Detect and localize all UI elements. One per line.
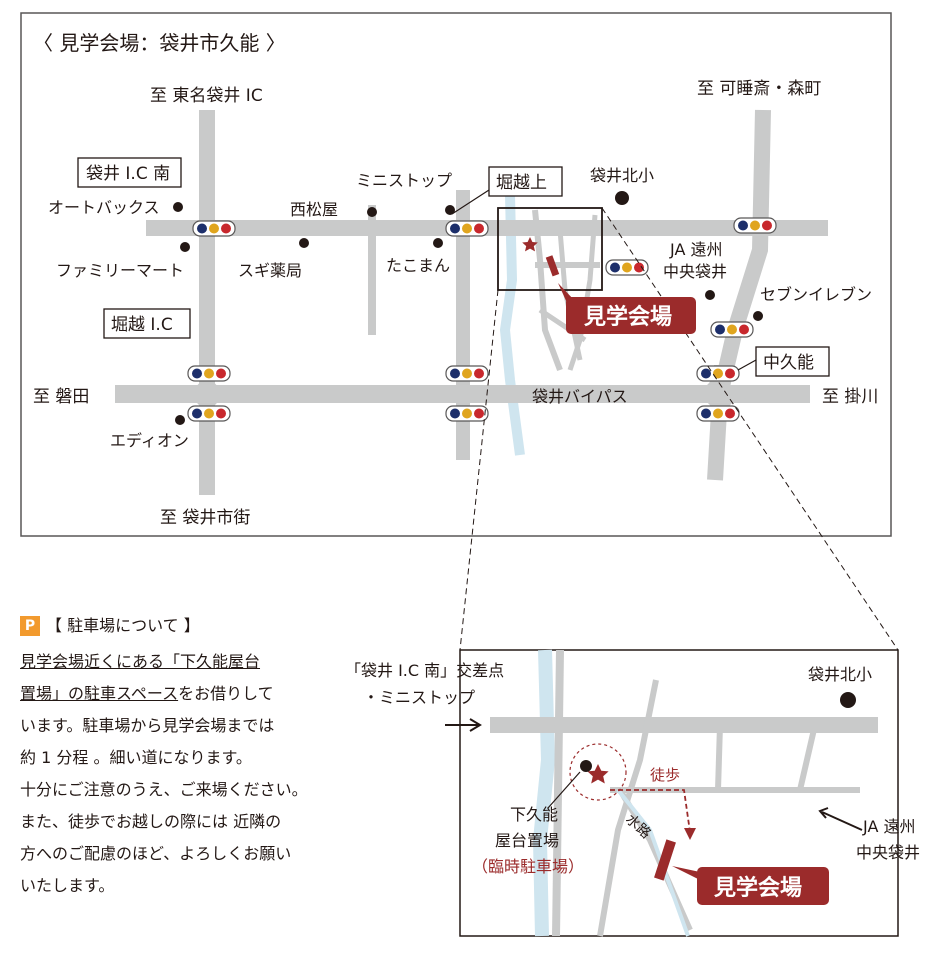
landmark-ja-line2: 中央袋井 <box>663 262 727 281</box>
intersection-box <box>755 346 830 377</box>
intersection-box <box>103 308 191 339</box>
landmark-familymart: ファミリーマート <box>56 261 184 280</box>
detail-ja-line1: JA 遠州 <box>862 817 915 836</box>
landmark-autobacs: オートバックス <box>48 198 160 217</box>
intersection-horikoshi-ic: 堀越 I.C <box>111 315 173 335</box>
landmark-ja-line1: JA 遠州 <box>669 240 722 259</box>
traffic-signal-icon <box>445 220 489 237</box>
takoman-dot-icon <box>433 238 443 248</box>
direction-fukuroi-city: 至 袋井市街 <box>160 508 250 528</box>
intersection-ic-minami: 袋井 I.C 南 <box>86 164 170 184</box>
detail-waterway-narrow <box>616 788 690 937</box>
parking-heading: 【 駐車場について 】 <box>46 616 200 635</box>
detail-kakuno-line2: 屋台置場 <box>495 831 559 850</box>
detail-kakuno-line1: 下久能 <box>510 805 558 824</box>
parking-dot-icon <box>580 760 592 772</box>
parking-badge-icon: P <box>20 616 40 636</box>
parking-area-circle <box>569 743 627 801</box>
traffic-signals <box>187 217 777 422</box>
traffic-signal-icon <box>733 217 777 234</box>
landmark-dots <box>173 191 763 425</box>
intersection-horikoshi-ue: 堀越上 <box>496 173 547 193</box>
callout-line <box>737 359 757 371</box>
venue-label: 見学会場 <box>584 304 672 330</box>
traffic-signal-icon <box>187 365 231 382</box>
school-dot-icon <box>615 191 629 205</box>
landmark-bypass: 袋井バイパス <box>532 387 628 406</box>
landmark-takoman: たこまん <box>386 256 450 275</box>
parking-line6: また、徒歩でお越しの際には 近隣の <box>20 812 282 831</box>
landmark-nishimatsuya: 西松屋 <box>290 200 338 219</box>
landmark-sugi: スギ薬局 <box>238 261 302 280</box>
detail-intersection-line1: 「袋井 I.C 南」交差点 <box>345 661 504 680</box>
walk-route <box>610 789 691 833</box>
detail-school-dot-icon <box>840 692 856 708</box>
traffic-signal-icon <box>605 259 649 276</box>
parking-line4: 約 1 分程 。細い道になります。 <box>20 748 252 767</box>
seven-dot-icon <box>753 311 763 321</box>
nishimatsuya-dot-icon <box>367 207 377 217</box>
traffic-signal-icon <box>192 220 236 237</box>
detail-venue-building-icon <box>654 839 676 881</box>
detail-temporary-parking: （臨時駐車場） <box>472 857 584 876</box>
landmark-seven: セブンイレブン <box>760 285 872 304</box>
detail-school: 袋井北小 <box>808 665 872 684</box>
ja-dot-icon <box>705 290 715 300</box>
traffic-signal-icon <box>710 321 754 338</box>
parking-line5: 十分にご注意のうえ、ご来場ください。 <box>20 780 308 799</box>
landmark-edion: エディオン <box>110 431 189 450</box>
intersection-box <box>488 166 563 197</box>
intersection-nakakuno: 中久能 <box>763 353 814 373</box>
detail-intersection-line2: ・ミニストップ <box>363 688 475 707</box>
direction-kakegawa: 至 掛川 <box>822 387 878 407</box>
parking-text: 見学会場近くにある「下久能屋台 置場」の駐車スペースをお借りして います。駐車場… <box>20 646 350 902</box>
landmark-ministop: ミニストップ <box>356 171 452 190</box>
parking-line8: いたします。 <box>20 876 115 895</box>
sugi-dot-icon <box>299 238 309 248</box>
detail-ja-line2: 中央袋井 <box>856 843 920 862</box>
parking-info: P 【 駐車場について 】 見学会場近くにある「下久能屋台 置場」の駐車スペース… <box>20 610 350 902</box>
traffic-signal-icon <box>696 365 740 382</box>
parking-line7: 方へのご配慮のほど、よろしくお願い <box>20 844 292 863</box>
detail-venue-label: 見学会場 <box>714 875 802 901</box>
detail-arrow-ja-icon <box>818 807 863 831</box>
parking-leader <box>547 771 581 809</box>
parking-line3: います。駐車場から見学会場までは <box>20 716 275 735</box>
familymart-dot-icon <box>180 242 190 252</box>
intersection-box <box>77 157 182 188</box>
venue-label-box <box>566 297 696 334</box>
autobacs-dot-icon <box>173 202 183 212</box>
direction-iwata: 至 磐田 <box>33 387 89 407</box>
detail-waterway <box>532 649 556 937</box>
waterway <box>499 194 525 456</box>
detail-walk: 徒歩 <box>650 766 680 784</box>
callout-line <box>451 189 490 215</box>
parking-heading-row: P 【 駐車場について 】 <box>20 610 350 642</box>
detail-arrow-left-icon <box>445 718 482 732</box>
detail-venue-label-box <box>697 867 829 905</box>
landmark-fukuroi-kita: 袋井北小 <box>590 166 654 185</box>
traffic-signal-icon <box>187 405 231 422</box>
map-title: 〈 見学会場：袋井市久能 〉 <box>33 31 286 55</box>
edion-dot-icon <box>175 415 185 425</box>
ministop-dot-icon <box>445 205 455 215</box>
parking-line2a: 置場」の駐車スペース <box>20 684 179 703</box>
traffic-signal-icon <box>445 405 489 422</box>
zoom-area-frame <box>497 207 603 291</box>
venue-star-icon <box>522 237 538 252</box>
zoom-leader-right <box>601 207 899 651</box>
traffic-signal-icon <box>445 365 489 382</box>
parking-star-icon <box>587 764 609 784</box>
walk-arrow-icon <box>684 828 696 840</box>
traffic-signal-icon <box>696 405 740 422</box>
detail-venue-pointer <box>672 866 700 880</box>
direction-kasuisai: 至 可睡斎・森町 <box>697 79 821 99</box>
parking-line1: 見学会場近くにある「下久能屋台 <box>20 652 261 671</box>
parking-line2b: をお借りして <box>178 684 274 703</box>
direction-tomei-ic: 至 東名袋井 IC <box>150 86 263 106</box>
venue-building-icon <box>545 255 560 277</box>
zoom-leader-left <box>459 289 499 651</box>
